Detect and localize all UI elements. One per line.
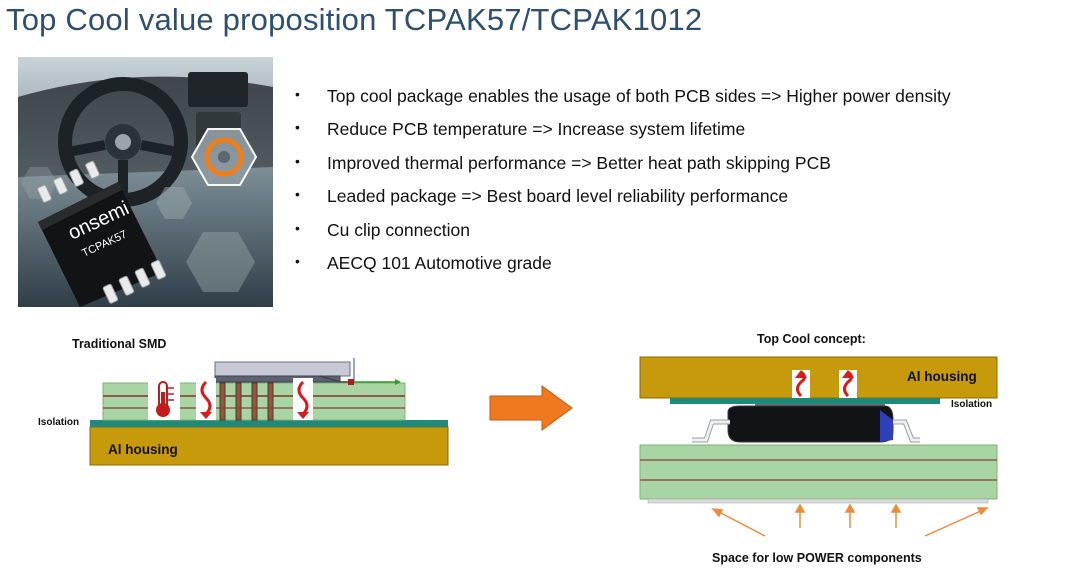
al-housing-block bbox=[89, 426, 449, 466]
topcool-housing-label: Al housing bbox=[907, 369, 977, 384]
isolation-layer bbox=[670, 398, 940, 404]
isolation-layer bbox=[90, 420, 448, 427]
bullet-icon: • bbox=[295, 152, 300, 169]
al-housing-block bbox=[639, 356, 998, 399]
thermometer-icon bbox=[148, 378, 180, 420]
list-item: •AECQ 101 Automotive grade bbox=[295, 252, 552, 273]
top-cool-diagram bbox=[639, 356, 998, 537]
bullet-icon: • bbox=[295, 186, 300, 203]
bullet-icon: • bbox=[295, 252, 300, 269]
bullet-icon: • bbox=[295, 219, 300, 236]
list-item: •Top cool package enables the usage of b… bbox=[295, 86, 951, 106]
traditional-smd-title: Traditional SMD bbox=[72, 337, 167, 351]
thermal-vias bbox=[219, 382, 274, 421]
topcool-isolation-label: Isolation bbox=[951, 399, 993, 410]
heat-flow-arrow-icon bbox=[293, 378, 313, 420]
bullet-icon: • bbox=[295, 86, 300, 102]
page-title: Top Cool value proposition TCPAK57/TCPAK… bbox=[6, 2, 703, 37]
list-item: •Improved thermal performance => Better … bbox=[295, 152, 831, 173]
bullet-icon: • bbox=[295, 119, 300, 136]
traditional-isolation-label: Isolation bbox=[38, 417, 80, 428]
space-pointer-arrows bbox=[711, 503, 989, 537]
topcool-title: Top Cool concept: bbox=[757, 332, 866, 346]
value-proposition-list: •Top cool package enables the usage of b… bbox=[295, 86, 951, 286]
heat-flow-up-arrow-icon bbox=[792, 370, 810, 398]
car-interior-illustration: onsemi TCPAK57 bbox=[18, 57, 273, 307]
transition-arrow-icon bbox=[489, 385, 573, 431]
tcpak-package bbox=[727, 405, 894, 443]
list-item: •Leaded package => Best board level reli… bbox=[295, 186, 789, 207]
traditional-smd-diagram bbox=[89, 358, 449, 466]
list-item: •Cu clip connection bbox=[295, 219, 470, 240]
smd-package bbox=[214, 361, 351, 377]
product-photo: onsemi TCPAK57 bbox=[18, 57, 273, 307]
space-for-components-label: Space for low POWER components bbox=[712, 551, 922, 565]
list-item: •Reduce PCB temperature => Increase syst… bbox=[295, 119, 746, 140]
traditional-housing-label: Al housing bbox=[108, 442, 178, 457]
pcb-board bbox=[639, 444, 998, 500]
heat-flow-arrow-icon bbox=[196, 378, 216, 420]
heat-flow-up-arrow-icon bbox=[839, 370, 857, 398]
